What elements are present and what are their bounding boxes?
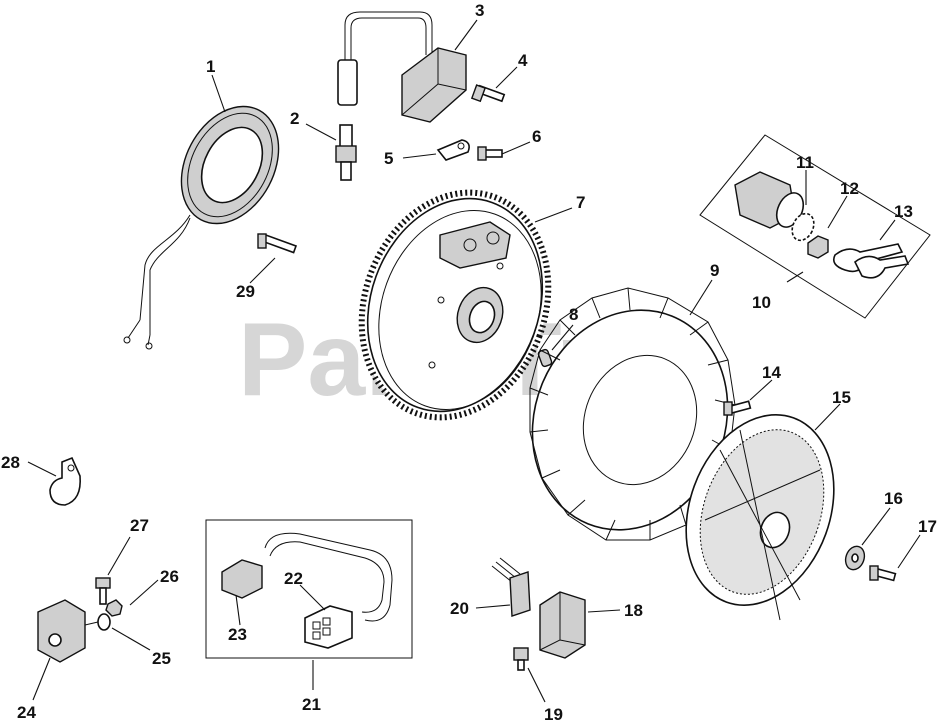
harness-box [205,519,413,659]
ignition-module-part[interactable] [337,11,467,123]
nut-part-26[interactable] [105,599,123,617]
screw-part-17[interactable] [869,565,897,582]
callout-29[interactable]: 29 [236,282,255,301]
callout-24[interactable]: 24 [17,703,36,722]
callout-27[interactable]: 27 [130,516,149,535]
clip-part[interactable] [436,139,470,161]
callout-2[interactable]: 2 [290,109,299,128]
callout-5[interactable]: 5 [384,149,393,168]
callout-23[interactable]: 23 [228,625,247,644]
callout-16[interactable]: 16 [884,489,903,508]
callout-1[interactable]: 1 [206,57,215,76]
callout-28[interactable]: 28 [1,453,20,472]
callout-4[interactable]: 4 [518,51,528,70]
screw-part-6[interactable] [477,146,503,161]
callout-17[interactable]: 17 [918,517,937,536]
screw-part-19[interactable] [513,647,529,671]
callout-25[interactable]: 25 [152,649,171,668]
screw-part-27[interactable] [95,577,111,605]
screw-part-4[interactable] [470,84,506,103]
nut-part-25[interactable] [97,613,111,631]
callout-9[interactable]: 9 [710,261,719,280]
rectifier-part[interactable] [539,591,586,659]
callout-13[interactable]: 13 [894,202,913,221]
wiring-harness-part[interactable] [205,519,413,659]
clamp-part[interactable] [49,456,82,506]
callout-6[interactable]: 6 [532,127,541,146]
callout-20[interactable]: 20 [450,599,469,618]
leader-lines [27,19,921,703]
callout-22[interactable]: 22 [284,569,303,588]
washer-part-16[interactable] [842,544,867,573]
callout-15[interactable]: 15 [832,388,851,407]
callout-7[interactable]: 7 [576,193,585,212]
callout-11[interactable]: 11 [796,153,814,172]
callout-3[interactable]: 3 [475,1,484,20]
callout-8[interactable]: 8 [569,305,578,324]
switch-part-24[interactable] [37,599,99,663]
callout-21[interactable]: 21 [302,695,321,714]
callout-26[interactable]: 26 [160,567,179,586]
flywheel-part[interactable] [331,166,579,444]
grass-screen-part[interactable] [661,394,860,626]
stator-part[interactable] [123,90,298,350]
screw-part-14[interactable] [723,400,752,416]
callout-19[interactable]: 19 [544,705,563,724]
spark-plug-part[interactable] [335,124,357,181]
callout-10[interactable]: 10 [752,293,771,312]
callout-14[interactable]: 14 [762,363,781,382]
callout-12[interactable]: 12 [840,179,859,198]
switch-assembly-part[interactable] [699,134,931,319]
bolt-part-29[interactable] [257,233,298,254]
callout-18[interactable]: 18 [624,601,643,620]
connector-part-20[interactable] [491,557,531,617]
